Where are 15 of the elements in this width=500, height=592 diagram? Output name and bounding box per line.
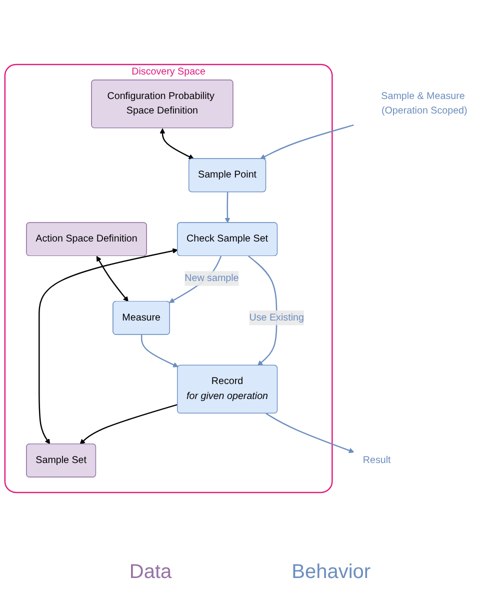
edge-label: Use Existing — [249, 312, 304, 323]
arrow — [80, 404, 178, 444]
arrow — [96, 256, 128, 302]
arrow — [224, 192, 230, 224]
arrow — [160, 128, 194, 160]
edge-label: New sample — [184, 272, 239, 284]
arrow — [260, 124, 354, 160]
arrow — [140, 334, 178, 368]
arrow — [248, 256, 278, 366]
node-text: Result — [362, 454, 391, 466]
arrow — [38, 248, 178, 444]
column-label: Data — [129, 561, 172, 584]
arrow — [266, 412, 354, 454]
node-text: Sample & Measure (Operation Scoped) — [381, 90, 468, 116]
column-label: Behavior — [292, 561, 371, 584]
